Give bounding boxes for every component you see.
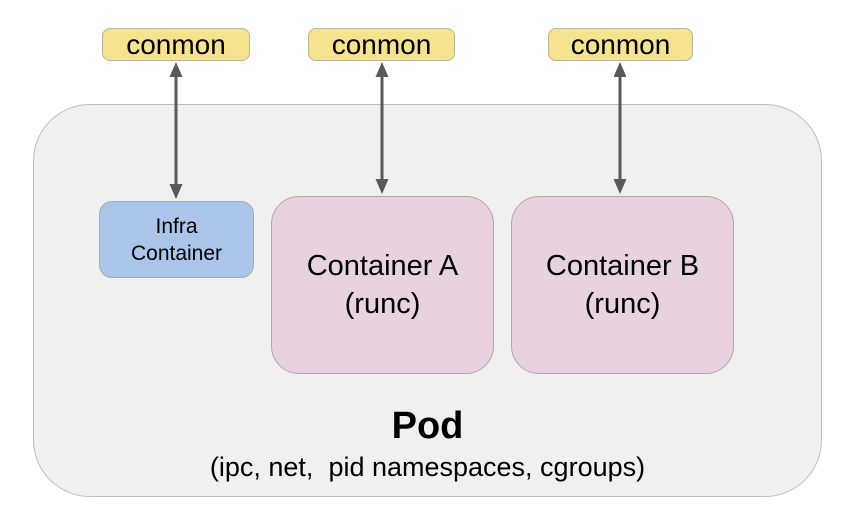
infra-container-label-line2: Container [130,241,223,265]
container-b-label-line2: (runc) [584,288,661,320]
conmon-box-3: conmon [548,28,693,61]
pod-subtitle: (ipc, net, pid namespaces, cgroups) [209,452,646,482]
conmon-label-3: conmon [570,28,671,60]
conmon-label-2: conmon [331,28,432,60]
pod-box: Infra Container Container A (runc) Conta… [33,104,822,497]
container-a-label-line2: (runc) [344,288,421,320]
container-a-box: Container A (runc) [271,196,494,374]
infra-container-box: Infra Container [99,201,254,278]
conmon-box-2: conmon [308,28,455,61]
infra-container-label-line1: Infra [155,214,198,238]
conmon-label-1: conmon [126,28,226,60]
container-b-box: Container B (runc) [511,196,734,374]
container-b-label-line1: Container B [545,250,700,282]
conmon-box-1: conmon [102,28,250,61]
pod-title: Pod [391,405,464,447]
container-a-label-line1: Container A [306,250,459,282]
